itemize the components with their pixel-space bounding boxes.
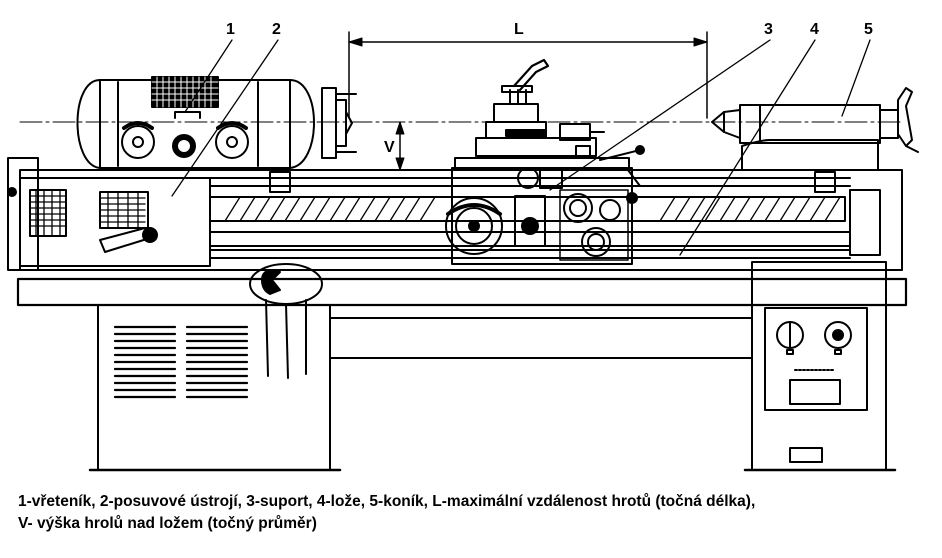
lathe-diagram: 1 2 3 4 5 L V — [7, 21, 919, 472]
label-V: V — [384, 139, 395, 156]
dimension-lines — [19, 31, 901, 171]
label-1: 1 — [226, 21, 235, 38]
carriage — [445, 58, 645, 265]
headstock — [76, 76, 357, 169]
tailstock — [711, 87, 919, 171]
leader-4 — [679, 39, 816, 256]
lathe-bed — [19, 169, 903, 271]
caption-line-1: 1-vřeteník, 2-posuvové ústrojí, 3-suport… — [18, 493, 756, 510]
part-labels: 1 2 3 4 5 L V — [226, 21, 873, 156]
machine-base — [16, 261, 908, 472]
leader-3 — [549, 39, 771, 191]
leader-lines — [171, 39, 871, 256]
caption-line-2: V- výška hrolů nad ložem (točný průměr) — [18, 515, 317, 532]
label-3: 3 — [764, 21, 773, 38]
label-4: 4 — [810, 21, 819, 38]
label-L: L — [514, 21, 524, 38]
label-2: 2 — [272, 21, 281, 38]
figure-caption: 1-vřeteník, 2-posuvové ústrojí, 3-suport… — [18, 491, 933, 535]
chip-guard — [249, 263, 323, 379]
leader-5 — [841, 39, 871, 117]
leader-1 — [184, 39, 233, 113]
label-5: 5 — [864, 21, 873, 38]
leader-2 — [171, 39, 279, 197]
feed-gearbox — [7, 157, 211, 271]
